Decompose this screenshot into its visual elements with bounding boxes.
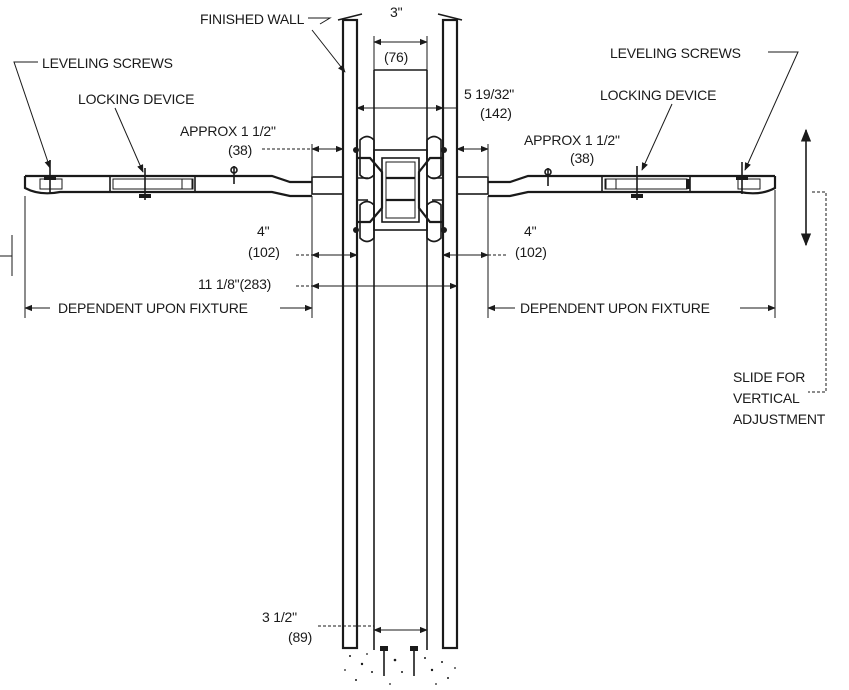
label-4in-right-mm: (102) <box>515 244 547 260</box>
dimension-dependent-right <box>487 190 776 318</box>
label-3in-mm: (76) <box>384 49 408 65</box>
dimension-4in-right <box>442 196 508 262</box>
label-dependent-left: DEPENDENT UPON FIXTURE <box>58 300 248 316</box>
label-approx-left: APPROX 1 1/2" <box>180 123 276 139</box>
label-finished-wall: FINISHED WALL <box>200 11 305 27</box>
label-4in-left: 4" <box>257 223 270 239</box>
label-3-1-2: 3 1/2" <box>262 609 297 625</box>
dimension-4in-left <box>296 196 358 262</box>
label-4in-right: 4" <box>524 223 537 239</box>
label-3in: 3" <box>390 4 403 20</box>
label-3-1-2-mm: (89) <box>288 629 312 645</box>
label-leveling-screws-right: LEVELING SCREWS <box>610 45 741 61</box>
dimension-approx-left <box>262 144 344 176</box>
carrier-upright <box>373 69 428 650</box>
right-arm <box>456 162 777 200</box>
label-leveling-screws-left: LEVELING SCREWS <box>42 55 173 71</box>
leader-finished-wall <box>308 17 346 73</box>
dimension-3-1-2 <box>318 625 428 634</box>
label-5-19-32: 5 19/32" <box>464 86 514 102</box>
dimension-3in <box>373 36 428 70</box>
label-dependent-right: DEPENDENT UPON FIXTURE <box>520 300 710 316</box>
label-approx-left-mm: (38) <box>228 142 252 158</box>
label-slide-2: VERTICAL <box>733 390 800 406</box>
leader-leveling-screws-left <box>13 61 51 169</box>
label-11-1-8: 11 1/8"(283) <box>198 276 271 292</box>
leader-locking-device-right <box>641 103 673 171</box>
center-plate-assembly <box>353 135 447 243</box>
dimension-dependent-left <box>24 196 313 318</box>
left-arm <box>23 160 344 200</box>
label-locking-device-right: LOCKING DEVICE <box>600 87 716 103</box>
label-4in-left-mm: (102) <box>248 244 280 260</box>
label-5-19-32-mm: (142) <box>480 105 512 121</box>
vertical-adjustment-arrow <box>800 128 827 393</box>
label-approx-right: APPROX 1 1/2" <box>524 132 620 148</box>
label-slide-3: ADJUSTMENT <box>733 411 826 427</box>
dimension-approx-right <box>456 144 489 176</box>
leader-locking-device-left <box>114 107 144 173</box>
label-slide-1: SLIDE FOR <box>733 369 805 385</box>
right-wall <box>437 13 463 650</box>
left-wall <box>337 13 363 650</box>
leader-leveling-screws-right <box>744 51 799 171</box>
label-approx-right-mm: (38) <box>570 150 594 166</box>
floor-anchors <box>344 646 456 685</box>
label-locking-device-left: LOCKING DEVICE <box>78 91 194 107</box>
